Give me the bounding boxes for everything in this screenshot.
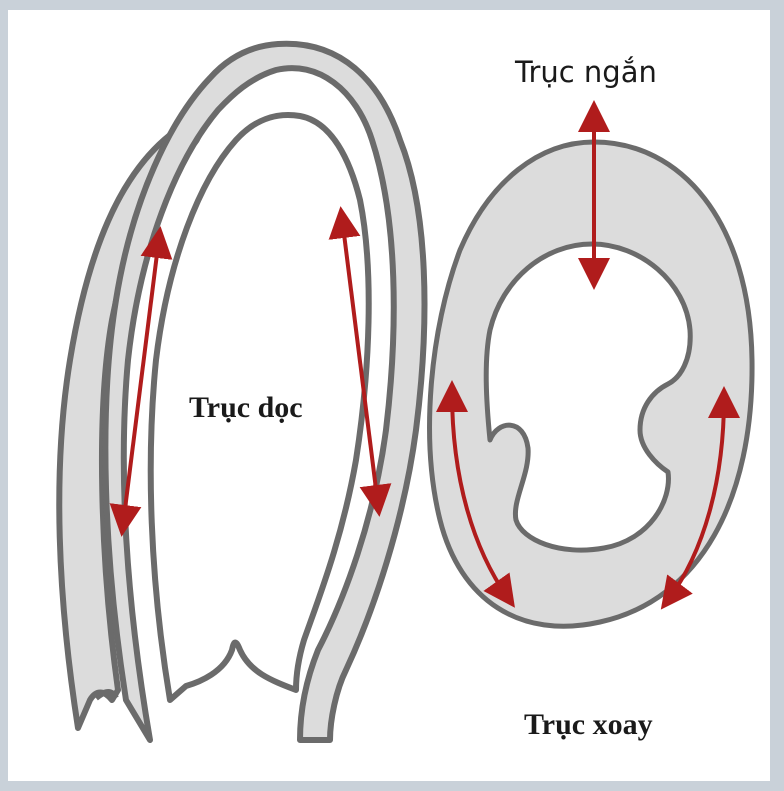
short-axis-label: Trục ngắn <box>514 55 657 89</box>
rotation-axis-label: Trục xoay <box>524 708 653 741</box>
long-axis-label: Trục dọc <box>189 391 303 424</box>
